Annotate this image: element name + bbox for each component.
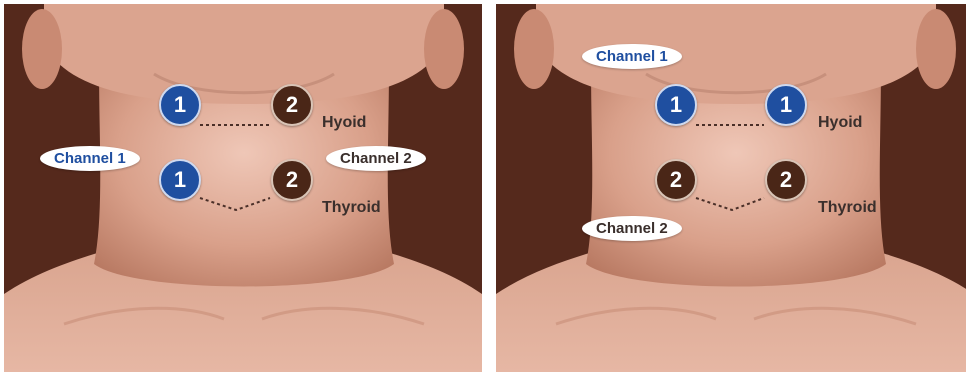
channel-1-label: Channel 1: [40, 146, 140, 171]
electrode-marker-hyoid-right: 2: [271, 84, 313, 126]
thyroid-label: Thyroid: [818, 199, 877, 217]
electrode-marker-thyroid-right: 2: [271, 159, 313, 201]
electrode-marker-hyoid-right: 1: [765, 84, 807, 126]
panel-left: 1 2 1 2 Hyoid Thyroid Channel 1 Channel …: [4, 4, 482, 372]
electrode-marker-thyroid-right: 2: [765, 159, 807, 201]
thyroid-label: Thyroid: [322, 199, 381, 217]
hyoid-label: Hyoid: [818, 114, 862, 132]
hyoid-label: Hyoid: [322, 114, 366, 132]
channel-1-label: Channel 1: [582, 44, 682, 69]
channel-2-label: Channel 2: [326, 146, 426, 171]
panel-right: 1 1 2 2 Hyoid Thyroid Channel 1 Channel …: [496, 4, 966, 372]
electrode-marker-hyoid-left: 1: [159, 84, 201, 126]
electrode-marker-hyoid-left: 1: [655, 84, 697, 126]
electrode-marker-thyroid-left: 2: [655, 159, 697, 201]
channel-2-label: Channel 2: [582, 216, 682, 241]
electrode-marker-thyroid-left: 1: [159, 159, 201, 201]
